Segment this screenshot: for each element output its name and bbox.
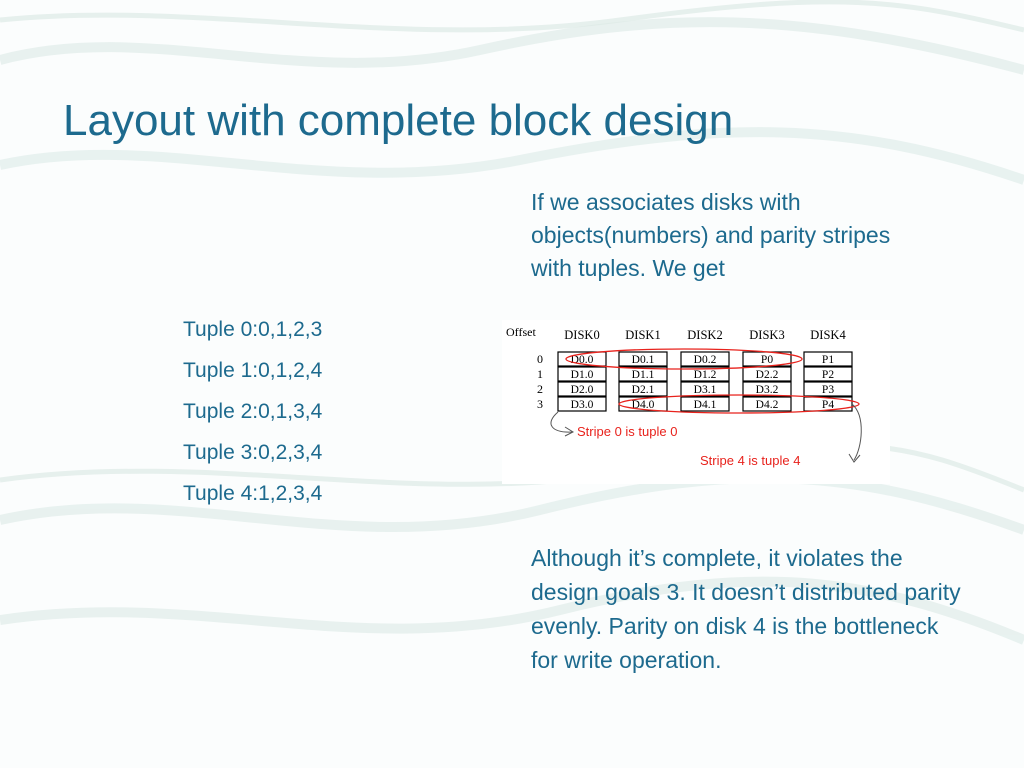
block-cell — [742, 396, 792, 412]
block-label: D3.1 — [694, 384, 717, 396]
block-cell — [557, 366, 607, 382]
tuple-list: Tuple 0:0,1,2,3 Tuple 1:0,1,2,4 Tuple 2:… — [183, 309, 322, 514]
block-cell — [557, 381, 607, 397]
disk-header: DISK2 — [687, 328, 722, 342]
block-cell — [680, 381, 730, 397]
tuple-item: Tuple 4:1,2,3,4 — [183, 482, 323, 505]
block-label: P1 — [822, 354, 834, 366]
arrow-stripe4 — [851, 403, 862, 461]
block-label: D0.2 — [694, 354, 717, 366]
stripe4-ellipse — [618, 394, 860, 414]
arrowhead-stripe4 — [848, 453, 861, 463]
block-label: D3.2 — [756, 384, 779, 396]
offset-number: 1 — [537, 367, 543, 381]
block-label: D0.1 — [632, 354, 655, 366]
tuple-item: Tuple 0:0,1,2,3 — [183, 318, 323, 341]
offset-number: 3 — [537, 397, 543, 411]
disk-header: DISK0 — [564, 328, 599, 342]
block-label: P4 — [822, 399, 834, 411]
block-cell — [742, 366, 792, 382]
block-cell — [742, 381, 792, 397]
block-cell — [680, 351, 730, 367]
block-label: D1.1 — [632, 369, 655, 381]
stripe0-annotation: Stripe 0 is tuple 0 — [577, 424, 677, 439]
offset-number: 2 — [537, 382, 543, 396]
block-label: P3 — [822, 384, 834, 396]
block-cell — [803, 351, 853, 367]
intro-text: If we associates disks with objects(numb… — [531, 189, 891, 281]
tuple-item: Tuple 2:0,1,3,4 — [183, 400, 323, 423]
block-label: D4.1 — [694, 399, 717, 411]
offset-number: 0 — [537, 352, 543, 366]
block-label: D1.0 — [571, 369, 594, 381]
stripe0-ellipse — [565, 348, 803, 370]
block-label: P0 — [761, 354, 773, 366]
disk-header: DISK3 — [749, 328, 784, 342]
block-label: D2.0 — [571, 384, 594, 396]
block-cell — [618, 381, 668, 397]
block-cell — [680, 396, 730, 412]
conclusion-text: Although it’s complete, it violates the … — [531, 545, 961, 673]
block-cell — [803, 366, 853, 382]
block-label: D3.0 — [571, 399, 594, 411]
block-cell — [803, 381, 853, 397]
block-cell — [680, 366, 730, 382]
disk-header: DISK4 — [810, 328, 846, 342]
tuple-item: Tuple 3:0,2,3,4 — [183, 441, 323, 464]
arrowhead-stripe0 — [564, 426, 575, 437]
block-label: D4.2 — [756, 399, 779, 411]
block-label: D4.0 — [632, 399, 655, 411]
block-cell — [618, 366, 668, 382]
offset-label: Offset — [506, 325, 536, 339]
block-label: D1.2 — [694, 369, 717, 381]
block-cell — [618, 351, 668, 367]
arrow-stripe0 — [550, 411, 573, 433]
stripe4-annotation: Stripe 4 is tuple 4 — [700, 453, 800, 468]
block-cell — [557, 351, 607, 367]
block-label: D2.1 — [632, 384, 655, 396]
block-cell — [557, 396, 607, 412]
slide-title: Layout with complete block design — [63, 96, 734, 145]
disk-header: DISK1 — [625, 328, 660, 342]
tuple-item: Tuple 1:0,1,2,4 — [183, 359, 323, 382]
block-label: D2.2 — [756, 369, 779, 381]
block-label: P2 — [822, 369, 834, 381]
